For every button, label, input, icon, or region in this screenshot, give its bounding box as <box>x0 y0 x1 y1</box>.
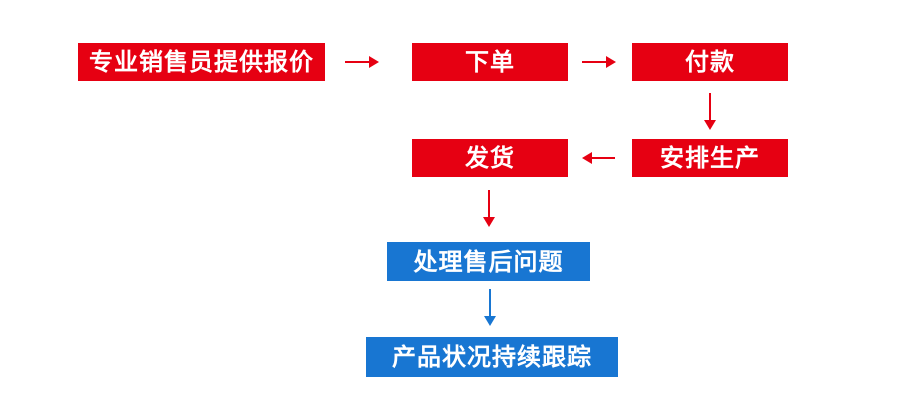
node-aftersales-label: 处理售后问题 <box>413 247 564 276</box>
node-tracking: 产品状况持续跟踪 <box>366 337 618 377</box>
arrow-down-ship-to-aftersales-icon <box>483 190 495 227</box>
node-production-label: 安排生产 <box>660 144 760 172</box>
arrow-down-payment-to-production-icon <box>704 93 716 130</box>
node-ship: 发货 <box>412 139 568 177</box>
arrow-right-order-to-payment-icon <box>582 56 616 68</box>
node-quote: 专业销售员提供报价 <box>78 43 325 81</box>
arrow-left-production-to-ship-icon <box>582 152 615 164</box>
node-order-label: 下单 <box>465 48 515 76</box>
node-tracking-label: 产品状况持续跟踪 <box>392 343 592 371</box>
arrow-down-aftersales-to-tracking-icon <box>484 289 496 326</box>
node-production: 安排生产 <box>632 139 788 177</box>
node-payment-label: 付款 <box>685 48 735 76</box>
node-quote-label: 专业销售员提供报价 <box>89 48 314 76</box>
node-ship-label: 发货 <box>465 144 515 172</box>
node-order: 下单 <box>412 43 568 81</box>
arrow-right-quote-to-order-icon <box>345 56 379 68</box>
node-aftersales: 处理售后问题 <box>387 242 590 281</box>
node-payment: 付款 <box>632 43 788 81</box>
